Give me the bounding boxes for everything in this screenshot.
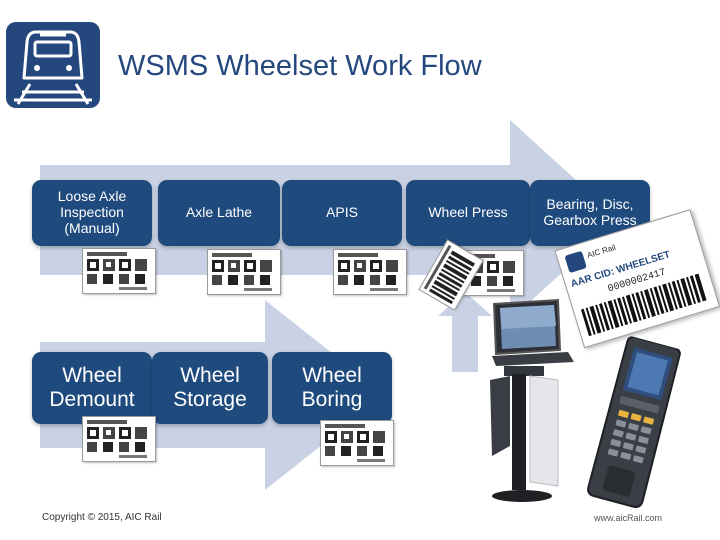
step-wheel-boring: Wheel Boring — [272, 352, 392, 424]
barcode-tag-icon — [418, 239, 484, 311]
copyright-text: Copyright © 2015, AIC Rail — [42, 512, 162, 523]
barcode-tag-icon — [207, 249, 281, 295]
barcode-tag-icon — [82, 416, 156, 462]
barcode-tag-icon — [82, 248, 156, 294]
step-apis: APIS — [282, 180, 402, 246]
page-title: WSMS Wheelset Work Flow — [118, 50, 482, 82]
kiosk-terminal-icon — [490, 298, 574, 502]
step-wheel-storage: Wheel Storage — [152, 352, 268, 424]
label-barcode-icon — [580, 273, 707, 337]
barcode-tag-icon — [333, 249, 407, 295]
step-loose-axle-inspection: Loose Axle Inspection (Manual) — [32, 180, 152, 246]
wheelset-label-tag: AIC Rail AAR CID: WHEELSET 0000002417 — [554, 209, 720, 349]
train-logo-icon — [6, 22, 100, 108]
handheld-scanner-icon — [587, 336, 681, 508]
barcode-tag-icon — [320, 420, 394, 466]
step-wheel-demount: Wheel Demount — [32, 352, 152, 424]
website-url: www.aicRail.com — [594, 513, 663, 523]
flow-arrow-up — [438, 292, 492, 372]
step-axle-lathe: Axle Lathe — [158, 180, 280, 246]
step-wheel-press: Wheel Press — [406, 180, 530, 246]
